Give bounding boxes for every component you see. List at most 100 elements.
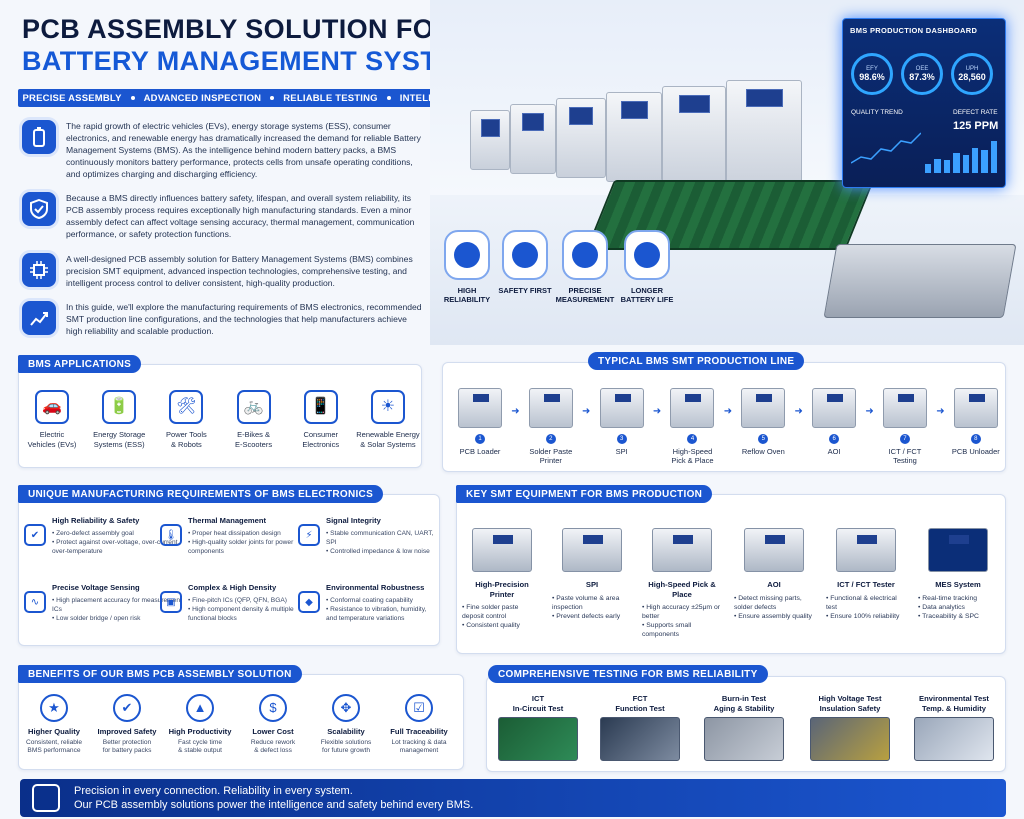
arrow-right-icon: ➜ — [723, 406, 733, 417]
feature-longer-battery-life: LONGER BATTERY LIFE — [616, 230, 678, 304]
intro-block-3: A well-designed PCB assembly solution fo… — [22, 253, 422, 289]
req-precise-voltage: ∿Precise Voltage Sensing• High placement… — [24, 583, 182, 623]
bar-chart-icon: ▲ — [186, 694, 214, 722]
shield-check-icon — [22, 192, 56, 226]
chip-icon — [22, 253, 56, 287]
bicycle-icon: 🚲 — [236, 390, 271, 424]
chip-icon — [32, 784, 60, 812]
arrow-right-icon: ➜ — [936, 406, 945, 417]
shield-check-icon: ✔ — [24, 524, 46, 546]
applications-panel — [18, 364, 422, 468]
intro-paragraph-1: The rapid growth of electric vehicles (E… — [66, 121, 421, 179]
robot-arm-icon: 🛠 — [169, 390, 204, 424]
feature-safety-first: SAFETY FIRST — [494, 230, 556, 295]
requirements-title: UNIQUE MANUFACTURING REQUIREMENTS OF BMS… — [18, 485, 384, 503]
intro-block-2: Because a BMS directly influences batter… — [22, 192, 422, 240]
defect-rate-label: DEFECT RATE — [953, 109, 998, 116]
dashboard-bar-chart — [925, 137, 997, 173]
quality-trend-label: QUALITY TREND — [851, 109, 903, 116]
arrow-right-icon: ➜ — [794, 406, 803, 417]
benefits-panel — [18, 674, 464, 770]
title-line-1: PCB ASSEMBLY SOLUTION FOR — [22, 14, 455, 44]
footer-line-1: Precision in every connection. Reliabili… — [74, 785, 353, 797]
growth-chart-icon — [22, 301, 56, 335]
battery-icon — [22, 120, 56, 154]
req-signal-integrity: ⚡Signal Integrity• Stable communication … — [298, 516, 434, 556]
expand-arrows-icon: ✥ — [332, 694, 360, 722]
testing-title: COMPREHENSIVE TESTING FOR BMS RELIABILIT… — [488, 665, 768, 683]
equipment-pick-place: High-Speed Pick & Place• High accuracy ±… — [642, 528, 722, 639]
tag-precise-assembly: PRECISE ASSEMBLY — [22, 92, 122, 104]
award-icon: ★ — [40, 694, 68, 722]
chip-icon: ▣ — [160, 591, 182, 613]
tag-advanced-inspection: ADVANCED INSPECTION — [143, 92, 262, 104]
req-complex-density: ▣Complex & High Density• Fine-pitch ICs … — [160, 583, 318, 623]
arrow-right-icon: ➜ — [865, 406, 874, 417]
equipment-ict-fct: ICT / FCT Tester• Functional & electrica… — [826, 528, 906, 621]
arrow-right-icon: ➜ — [511, 406, 520, 417]
intro-paragraph-3: A well-designed PCB assembly solution fo… — [66, 254, 413, 288]
defect-rate-value: 125 PPM — [953, 120, 999, 132]
req-environmental: ◆Environmental Robustness• Conformal coa… — [298, 583, 434, 623]
battery-cabinet-icon: 🔋 — [102, 390, 137, 424]
shield-drop-icon: ◆ — [298, 591, 320, 613]
equipment-title: KEY SMT EQUIPMENT FOR BMS PRODUCTION — [456, 485, 713, 503]
feature-high-reliability: HIGH RELIABILITY — [436, 230, 498, 304]
quality-trend-sparkline — [851, 132, 921, 164]
production-line-title: TYPICAL BMS SMT PRODUCTION LINE — [588, 352, 805, 370]
req-thermal-management: 🌡Thermal Management• Proper heat dissipa… — [160, 516, 318, 556]
app-item: 🚲E-Bikes &E-Scooters — [222, 390, 286, 449]
app-item: 🛠Power Tools& Robots — [154, 390, 218, 449]
equipment-printer: High-Precision Printer• Fine solder past… — [462, 528, 542, 630]
waveform-icon: ∿ — [24, 591, 46, 613]
shield-check-icon: ✔ — [113, 694, 141, 722]
arrow-right-icon: ➜ — [652, 406, 662, 417]
intro-block-1: The rapid growth of electric vehicles (E… — [22, 120, 422, 180]
car-icon: 🚗 — [35, 390, 69, 424]
equipment-aoi: AOI• Detect missing parts, solder defect… — [734, 528, 814, 621]
battery-pack-image — [823, 244, 1017, 318]
equipment-spi: SPI• Paste volume & area inspection• Pre… — [552, 528, 632, 621]
tag-reliable-testing: RELIABLE TESTING — [283, 92, 378, 104]
dollar-icon: $ — [259, 694, 287, 722]
phone-icon: 📱 — [303, 390, 338, 424]
equipment-mes: MES System• Real-time tracking• Data ana… — [918, 528, 998, 621]
feature-precise-measurement: PRECISE MEASUREMENT — [554, 230, 616, 304]
solar-panel-icon: ☀ — [370, 390, 405, 424]
dashboard-title: BMS PRODUCTION DASHBOARD — [850, 26, 978, 35]
intro-paragraph-4: In this guide, we'll explore the manufac… — [66, 302, 422, 336]
equipment-panel — [456, 494, 1006, 654]
clipboard-icon: ☑ — [405, 694, 433, 722]
intro-block-4: In this guide, we'll explore the manufac… — [22, 301, 422, 337]
req-high-reliability: ✔High Reliability & Safety• Zero-defect … — [24, 516, 182, 556]
thermometer-icon: 🌡 — [160, 524, 182, 546]
app-item: ☀Renewable Energy& Solar Systems — [356, 390, 420, 449]
factory-hero-image: HIGH RELIABILITY SAFETY FIRST PRECISE ME… — [430, 0, 1024, 345]
footer-banner: Precision in every connection. Reliabili… — [20, 779, 1006, 817]
